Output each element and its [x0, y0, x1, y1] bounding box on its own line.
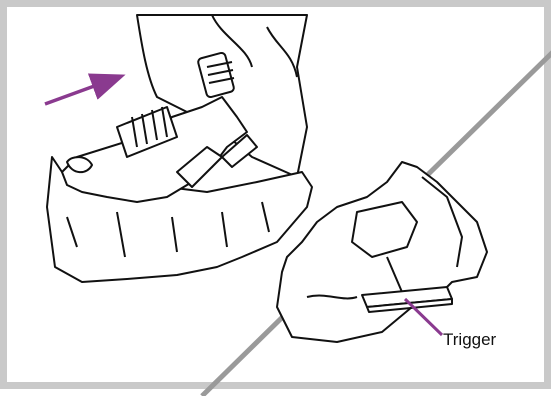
upper-panel: [47, 15, 312, 282]
insert-arrow: [45, 77, 119, 104]
trigger-label: Trigger: [443, 330, 496, 350]
